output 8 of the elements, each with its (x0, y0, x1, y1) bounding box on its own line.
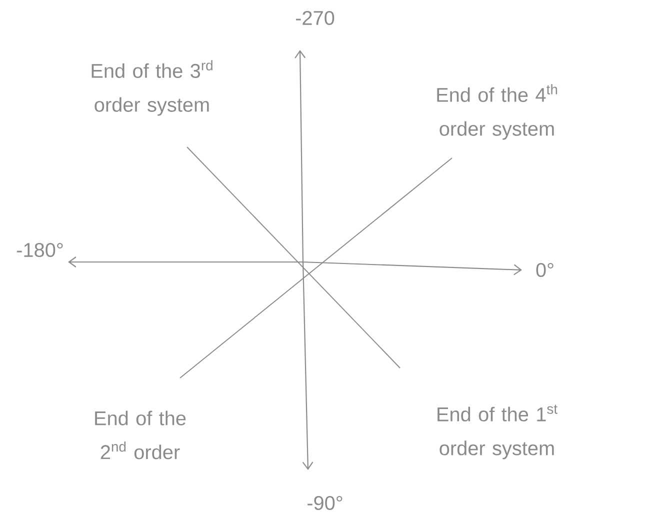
angle-label: -270 (296, 10, 334, 26)
angle-label: 0° (536, 262, 554, 278)
angle-label: -180° (16, 242, 63, 258)
angle-label: -90° (308, 496, 342, 510)
curve-end-label: End of the 2$^{nd}$ order (95, 410, 186, 460)
curve-end-label: End of the 3$^{rd}$ order system (92, 60, 212, 116)
curve-end-label: End of the 4$^{th}$ order system (437, 84, 558, 140)
curve-end-label: End of the 1$^{st}$ order system (438, 404, 558, 460)
